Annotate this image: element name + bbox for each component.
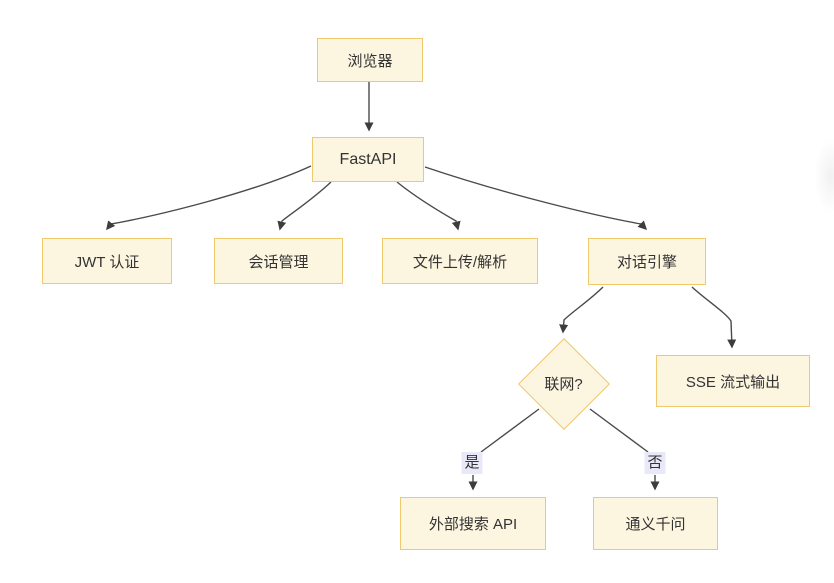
node-sse-output-label: SSE 流式输出 bbox=[685, 373, 781, 391]
node-chat-engine: 对话引擎 bbox=[588, 238, 706, 285]
node-online-decision-label: 联网? bbox=[544, 376, 583, 393]
node-jwt-auth-label: JWT 认证 bbox=[74, 253, 140, 271]
node-sse-output: SSE 流式输出 bbox=[656, 355, 810, 407]
node-qwen: 通义千问 bbox=[593, 497, 718, 550]
edge-fastapi-jwt bbox=[106, 165, 312, 231]
node-file-upload-parse-label: 文件上传/解析 bbox=[412, 253, 508, 271]
node-external-search-api: 外部搜索 API bbox=[400, 497, 546, 550]
node-qwen-label: 通义千问 bbox=[625, 516, 686, 533]
edge-engine-sse bbox=[691, 286, 737, 349]
node-external-search-api-label: 外部搜索 API bbox=[428, 516, 518, 533]
edge-decision-yes-label bbox=[480, 408, 540, 453]
edge-label-yes: 是 bbox=[461, 452, 483, 474]
node-online-decision: 联网? bbox=[517, 337, 610, 430]
edge-fastapi-session bbox=[277, 181, 332, 231]
edge-fastapi-file bbox=[396, 181, 461, 231]
right-edge-artifact bbox=[814, 138, 834, 214]
node-session-management-label: 会话管理 bbox=[248, 253, 309, 271]
edge-fastapi-engine bbox=[424, 166, 648, 231]
edge-decision-no-label bbox=[589, 408, 649, 453]
edge-label-no: 否 bbox=[644, 452, 666, 474]
node-fastapi: FastAPI bbox=[312, 137, 424, 182]
node-browser: 浏览器 bbox=[317, 38, 423, 82]
node-fastapi-label: FastAPI bbox=[339, 150, 397, 168]
node-browser-label: 浏览器 bbox=[347, 52, 393, 70]
node-jwt-auth: JWT 认证 bbox=[42, 238, 172, 284]
edge-engine-decision bbox=[559, 286, 604, 334]
node-session-management: 会话管理 bbox=[214, 238, 343, 284]
node-file-upload-parse: 文件上传/解析 bbox=[382, 238, 538, 284]
node-chat-engine-label: 对话引擎 bbox=[616, 254, 677, 271]
